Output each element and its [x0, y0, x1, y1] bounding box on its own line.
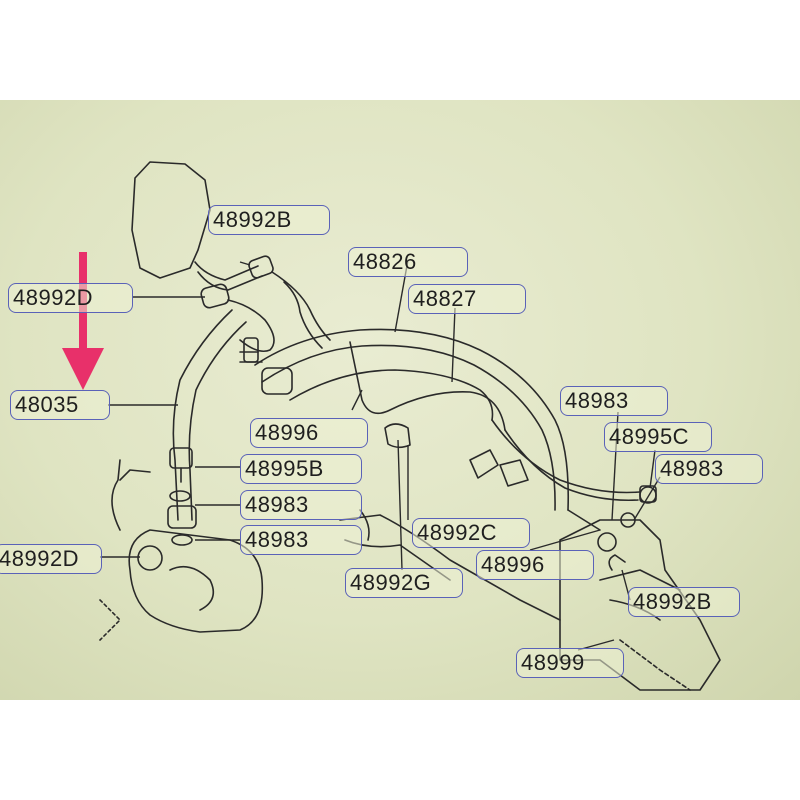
return-hose-48035 [172, 309, 233, 521]
hose-line-drawing [62, 161, 721, 691]
callout-48983-right-top: 48983 [560, 386, 668, 416]
reservoir-tank [131, 161, 211, 279]
callout-48996-upper: 48996 [250, 418, 368, 448]
callout-48983-right-mid: 48983 [655, 454, 763, 484]
pressure-hose-48826 [254, 328, 570, 511]
callout-48983-left-b: 48983 [240, 525, 362, 555]
parts-diagram-photo: 48992B 48826 48992D 48827 48035 48996 48… [0, 100, 800, 700]
callout-48035: 48035 [10, 390, 110, 420]
callout-48992c: 48992C [412, 518, 530, 548]
callout-48992d-upper: 48992D [8, 283, 133, 313]
callout-48827: 48827 [408, 284, 526, 314]
callout-48996-lower: 48996 [476, 550, 594, 580]
callout-48992b-lower: 48992B [628, 587, 740, 617]
callout-48826: 48826 [348, 247, 468, 277]
callout-48995c: 48995C [604, 422, 712, 452]
pointer-arrow [62, 252, 104, 390]
callout-48983-left-a: 48983 [240, 490, 362, 520]
power-steering-pump [128, 529, 264, 633]
callout-48992b-top: 48992B [208, 205, 330, 235]
callout-48992d-lower: 48992D [0, 544, 102, 574]
tank-hose [194, 261, 259, 281]
callout-48992g: 48992G [345, 568, 463, 598]
callout-48999: 48999 [516, 648, 624, 678]
callout-48995b: 48995B [240, 454, 362, 484]
